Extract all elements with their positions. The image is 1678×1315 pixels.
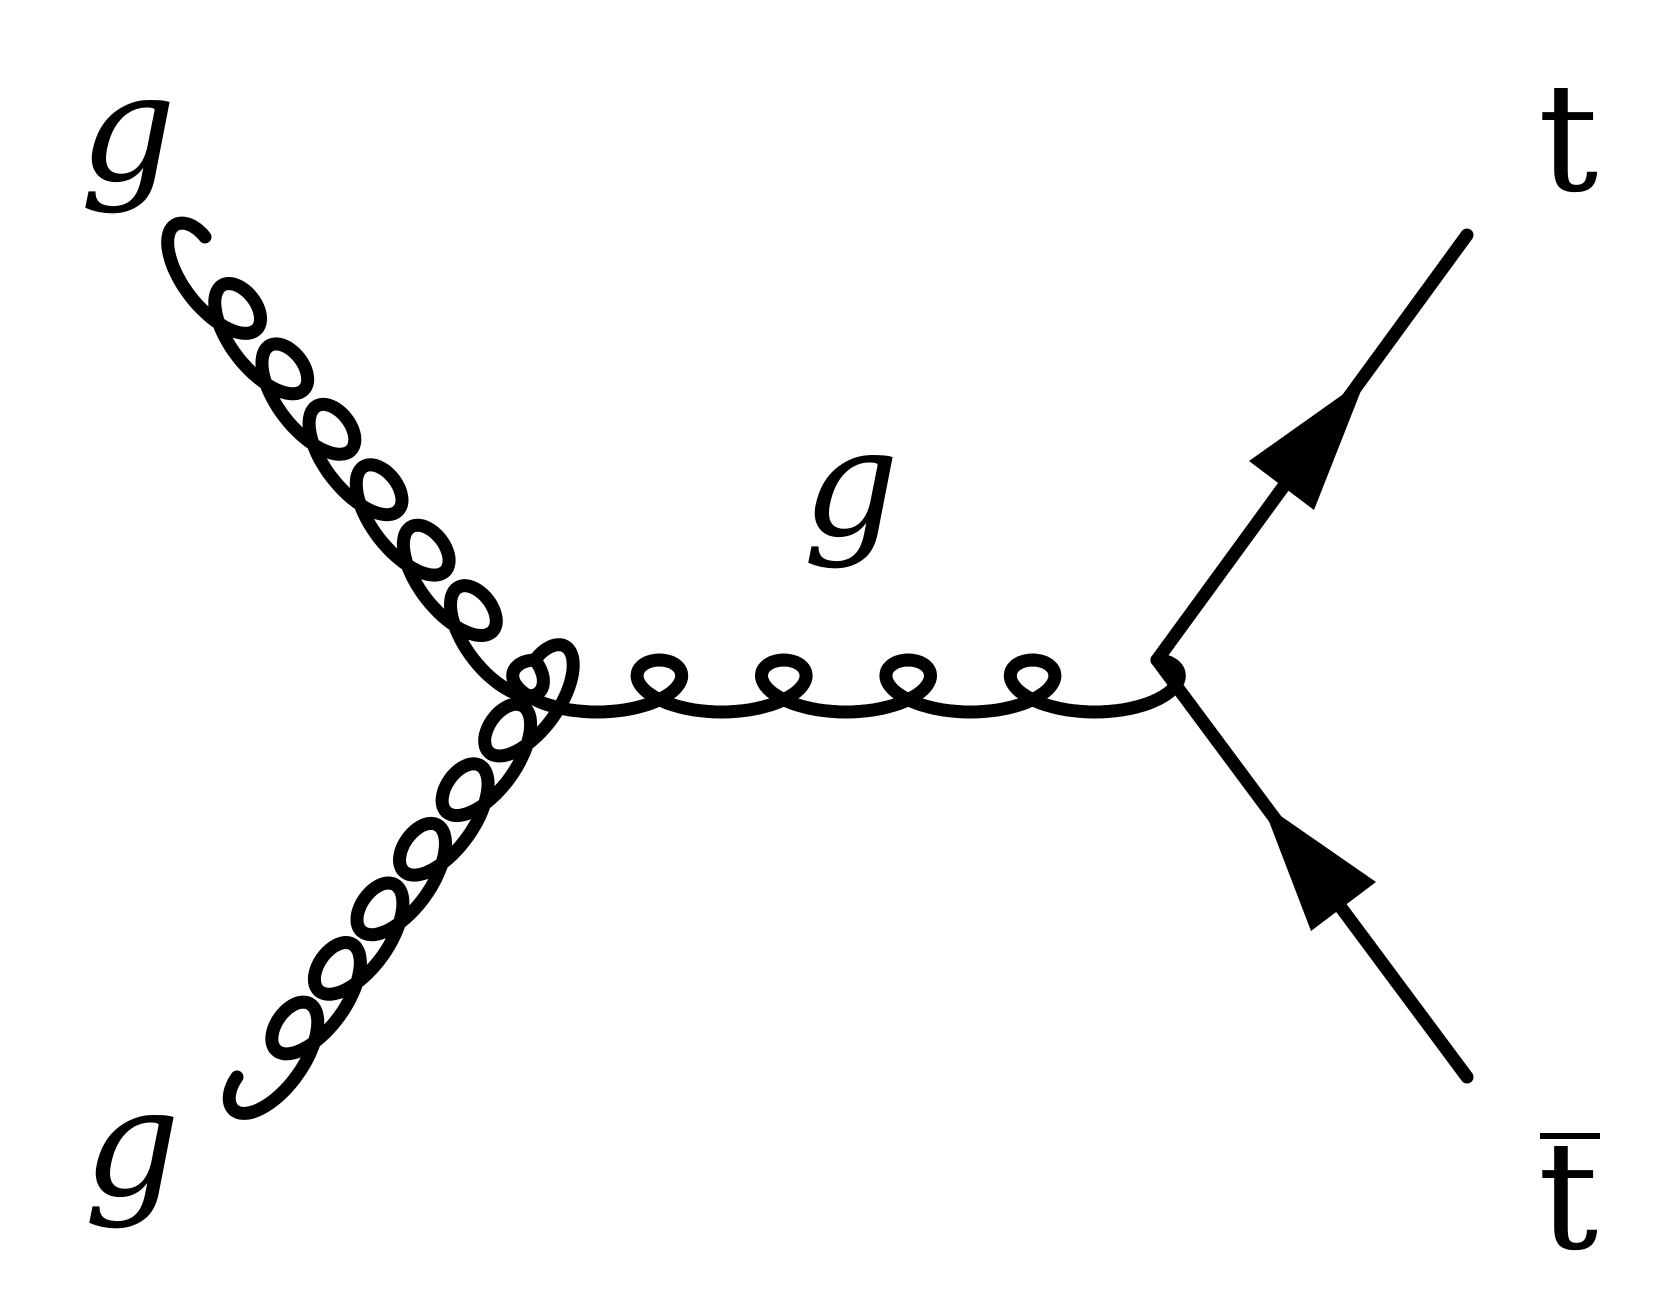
label-top-quark: t [1538,52,1598,226]
incoming-gluon-bottom-line [222,638,580,1120]
label-gluon-in-top: g [80,42,176,216]
label-gluon-in-bottom: g [84,1057,180,1231]
label-antitop-quark: t [1538,1110,1598,1284]
top-quark-arrow-icon [1249,378,1366,510]
incoming-gluon-top-line [161,216,550,703]
antitop-quark-arrow-icon [1262,803,1376,931]
label-gluon-propagator: g [803,397,899,571]
internal-gluon-line [506,653,1186,719]
